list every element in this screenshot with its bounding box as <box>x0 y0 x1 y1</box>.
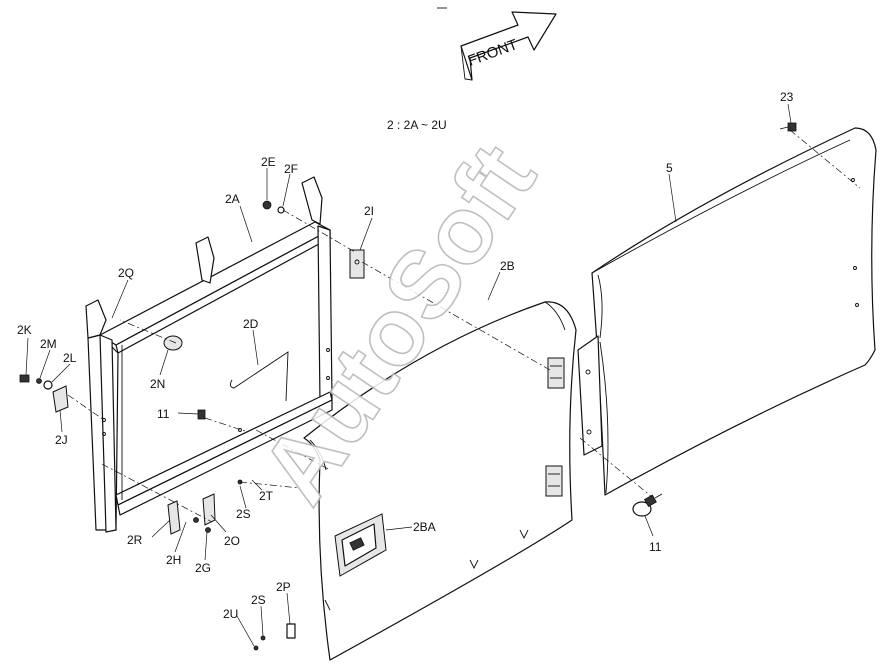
callout-2I: 2I <box>364 204 374 218</box>
callout-2BA: 2BA <box>413 520 436 534</box>
callout-2R: 2R <box>127 533 143 547</box>
callout-2B: 2B <box>500 259 515 273</box>
assembly-line <box>119 319 177 344</box>
callout-2L: 2L <box>63 351 77 365</box>
front-arrow: FRONT <box>460 11 557 81</box>
callout-2P: 2P <box>276 580 291 594</box>
assembly-line <box>67 394 105 421</box>
callout-2J: 2J <box>55 433 68 447</box>
assembly-line <box>255 429 331 471</box>
nut-2E-icon <box>262 200 272 210</box>
assembly-line <box>282 209 356 253</box>
callout-2T: 2T <box>259 489 274 503</box>
callout-2A: 2A <box>225 192 240 206</box>
callout-2S: 2S <box>236 507 251 521</box>
rod-2D <box>229 351 289 402</box>
callout-23: 23 <box>780 90 794 104</box>
range-note: 2 : 2A ~ 2U <box>387 118 447 132</box>
callout-2N: 2N <box>150 377 165 391</box>
callout-2K: 2K <box>17 323 32 337</box>
knob-11-icon <box>632 493 663 517</box>
callout-2D: 2D <box>243 317 259 331</box>
callout-2Q: 2Q <box>118 266 134 280</box>
callout-2E: 2E <box>261 155 276 169</box>
side-panel-5 <box>577 127 877 496</box>
leader-lines <box>25 103 792 647</box>
washer-2F-icon <box>277 206 285 214</box>
callout-11: 11 <box>157 407 170 421</box>
assembly-line <box>101 463 213 523</box>
assembly-line <box>239 481 301 489</box>
callout-2M: 2M <box>40 337 57 351</box>
callout-2S: 2S <box>251 593 266 607</box>
assembly-line <box>361 261 551 371</box>
assembly-line <box>579 437 653 498</box>
hinge-hardware-left <box>19 374 69 413</box>
assembly-line <box>789 129 861 189</box>
cap-2N-icon <box>163 335 183 351</box>
bolt-23-icon <box>779 122 797 132</box>
frame-2A <box>85 176 333 533</box>
callout-2U: 2U <box>223 607 238 621</box>
door-panel-2B <box>303 301 577 661</box>
callout-2O: 2O <box>224 534 240 548</box>
callout-11: 11 <box>649 540 662 554</box>
fastener-11-icon <box>197 409 206 420</box>
callout-2F: 2F <box>284 162 298 176</box>
latch-hardware-lower <box>167 479 296 651</box>
callout-2H: 2H <box>166 553 181 567</box>
callout-5: 5 <box>666 161 673 175</box>
callout-2G: 2G <box>195 561 211 575</box>
